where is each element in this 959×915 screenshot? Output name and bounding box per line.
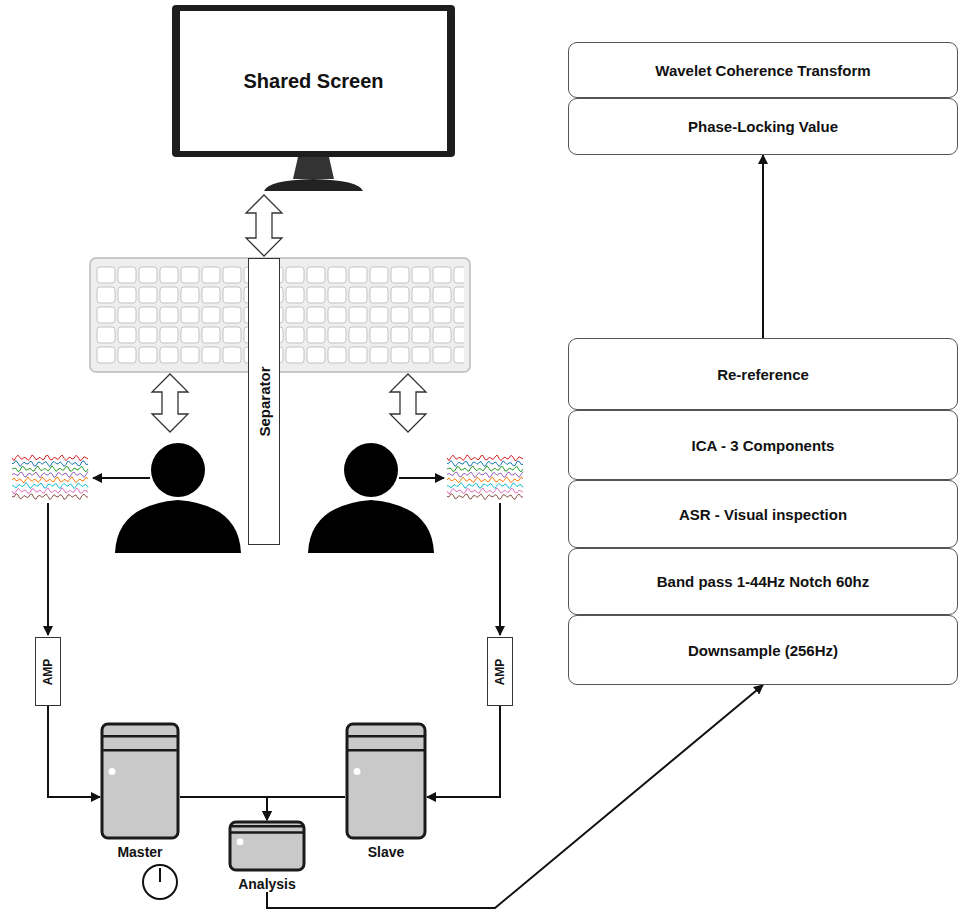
node-label: Slave (345, 844, 427, 860)
eeg-trace (447, 461, 523, 467)
connector (180, 797, 267, 820)
node-label: AMP (41, 658, 55, 685)
amplifier: AMP (35, 637, 61, 706)
eeg-trace (447, 466, 523, 472)
process-box: Wavelet Coherence Transform (568, 42, 958, 98)
process-box: ASR - Visual inspection (568, 480, 958, 548)
process-box: Re-reference (568, 338, 958, 410)
connector (267, 685, 763, 908)
keyboard (90, 258, 470, 372)
signal-line (93, 477, 150, 479)
process-box: ICA - 3 Components (568, 410, 958, 480)
screen-area: Shared Screen (180, 11, 447, 151)
clock-symbol (143, 865, 177, 899)
eeg-trace (447, 494, 523, 500)
power-led (354, 768, 361, 775)
signal-line (399, 477, 444, 479)
process-box: Phase-Locking Value (568, 98, 958, 155)
eeg-trace (12, 477, 88, 483)
signal-line (47, 503, 49, 635)
shared-screen: Shared Screen (172, 5, 455, 192)
process-box: Band pass 1-44Hz Notch 60hz (568, 548, 958, 615)
eeg-trace (12, 483, 88, 489)
eeg-trace (12, 461, 88, 467)
connector (48, 706, 100, 797)
node-label: Downsample (256Hz) (678, 642, 848, 659)
monitor-base (264, 179, 363, 191)
eeg-trace (447, 455, 523, 461)
person-head (344, 443, 398, 497)
connector (762, 155, 764, 338)
computer: Analysis (228, 820, 306, 892)
eeg-trace (12, 488, 88, 494)
node-label: Shared Screen (243, 70, 383, 93)
interaction-arrows (152, 374, 426, 432)
eeg-trace (447, 472, 523, 478)
person-body (308, 500, 434, 553)
tower-drawing (100, 722, 180, 840)
tower-drawing (345, 722, 427, 840)
node-label: ASR - Visual inspection (669, 506, 857, 523)
computer: Master (100, 722, 180, 860)
node-label: Master (100, 844, 180, 860)
person-head (151, 443, 205, 497)
process-box: Downsample (256Hz) (568, 615, 958, 685)
node-label: ICA - 3 Components (682, 437, 845, 454)
tower-drawing (228, 820, 306, 872)
keyboard-keys (96, 266, 464, 366)
eeg-trace (12, 455, 88, 461)
monitor-drawing (172, 5, 455, 192)
amplifier: AMP (487, 637, 513, 706)
connector (246, 195, 282, 256)
power-led (109, 768, 116, 775)
person-body (115, 500, 241, 553)
hollow-arrow (390, 374, 426, 432)
monitor-screen (180, 11, 447, 151)
eeg-trace (12, 494, 88, 500)
eeg-trace (12, 472, 88, 478)
hollow-arrow (152, 374, 188, 432)
power-led (237, 838, 244, 845)
monitor-neck (293, 157, 334, 179)
node-label: AMP (493, 658, 507, 685)
node-label: Re-reference (707, 366, 819, 383)
connector (427, 706, 500, 797)
separator: Separator (248, 258, 280, 545)
eeg-trace (447, 488, 523, 494)
computer: Slave (345, 722, 427, 860)
eeg-trace (447, 477, 523, 483)
eeg-trace (447, 483, 523, 489)
signal-line (499, 503, 501, 635)
clock-hand (159, 868, 161, 882)
node-label: Analysis (228, 876, 306, 892)
eeg-trace (12, 466, 88, 472)
connector (267, 797, 345, 820)
monitor-bezel (172, 5, 455, 157)
node-label: Phase-Locking Value (678, 118, 848, 135)
node-label: Wavelet Coherence Transform (645, 62, 880, 79)
node-label: Separator (256, 366, 273, 436)
node-label: Band pass 1-44Hz Notch 60hz (647, 573, 880, 590)
